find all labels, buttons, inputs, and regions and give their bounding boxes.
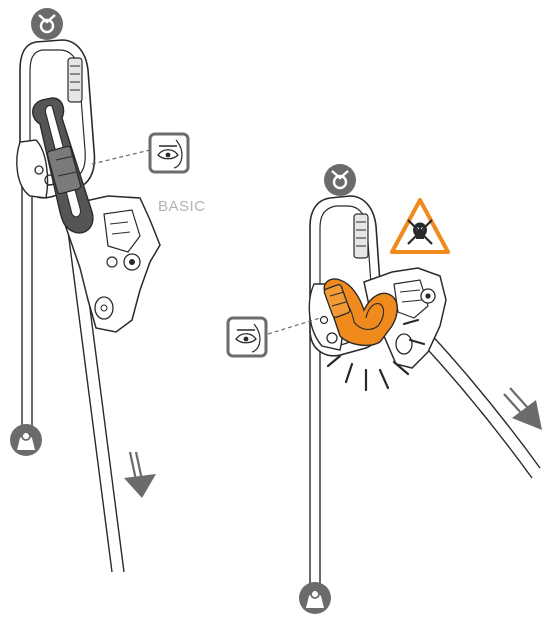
anchor-icon-top-left bbox=[31, 8, 63, 40]
right-panel-incorrect-use bbox=[228, 164, 542, 614]
inspect-callout-left bbox=[92, 134, 188, 172]
right-hanging-rope bbox=[310, 330, 320, 590]
anchor-icon-top-right bbox=[324, 164, 356, 196]
inspect-callout-right bbox=[228, 318, 320, 356]
danger-warning-triangle bbox=[392, 200, 448, 252]
left-panel-correct-use bbox=[10, 8, 188, 572]
basic-label: BASIC bbox=[158, 198, 206, 215]
anchor-icon-bottom-right bbox=[299, 582, 331, 614]
down-right-arrow-icon bbox=[504, 388, 542, 430]
anchor-icon-bottom-left bbox=[10, 424, 42, 456]
down-arrow-icon-left bbox=[124, 452, 156, 498]
